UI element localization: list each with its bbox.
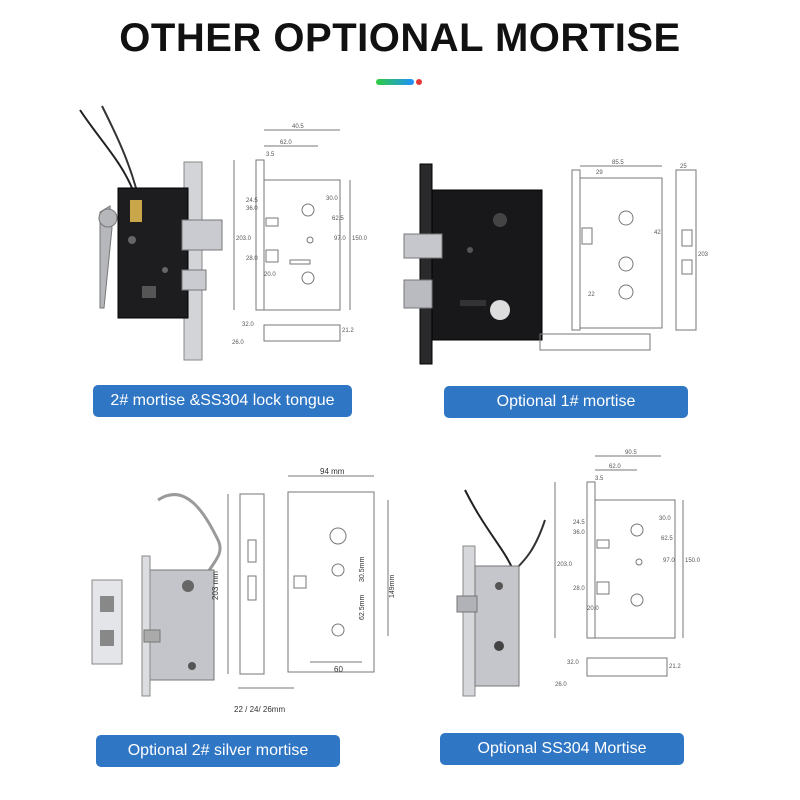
svg-text:32.0: 32.0 <box>567 660 579 666</box>
svg-text:28.0: 28.0 <box>246 256 258 262</box>
svg-text:21.2: 21.2 <box>669 664 681 670</box>
svg-text:26.0: 26.0 <box>555 682 567 688</box>
svg-text:203.0: 203.0 <box>236 236 252 242</box>
svg-text:20.0: 20.0 <box>587 606 599 612</box>
svg-text:150.0: 150.0 <box>685 558 701 564</box>
svg-text:21.2: 21.2 <box>342 328 354 334</box>
svg-text:30.5mm: 30.5mm <box>359 557 366 582</box>
product-optional-2-silver-mortise: 94 mm 203 mm 30.5mm 149mm 62.5mm 60 22 /… <box>88 467 408 720</box>
title-accent <box>376 79 422 85</box>
svg-text:150.0: 150.0 <box>352 236 368 242</box>
svg-text:62.0: 62.0 <box>609 464 621 470</box>
svg-text:94 mm: 94 mm <box>320 467 345 476</box>
svg-text:62.0: 62.0 <box>280 140 292 146</box>
svg-text:36.0: 36.0 <box>246 206 258 212</box>
svg-text:62.5: 62.5 <box>332 216 344 222</box>
mortise-drawing-silver: 94 mm 203 mm 30.5mm 149mm 62.5mm 60 22 /… <box>211 467 396 714</box>
svg-text:24.5: 24.5 <box>246 198 258 204</box>
svg-text:85.5: 85.5 <box>612 160 624 166</box>
svg-text:62.5mm: 62.5mm <box>359 595 366 620</box>
svg-text:42: 42 <box>654 230 661 236</box>
mortise-photo-silver <box>91 493 222 697</box>
svg-text:62.5: 62.5 <box>661 536 673 542</box>
caption-optional-2-silver-mortise: Optional 2# silver mortise <box>96 735 340 767</box>
svg-text:36.0: 36.0 <box>573 530 585 536</box>
svg-text:32.0: 32.0 <box>242 322 254 328</box>
caption-optional-1-mortise: Optional 1# mortise <box>444 386 688 418</box>
mortise-drawing-2: 40.5 62.0 3.5 24.5 36.0 203.0 28.0 20.0 … <box>232 124 368 346</box>
product-optional-ss304-mortise: 90.5 62.0 3.5 24.5 36.0 203.0 28.0 20.0 … <box>455 450 785 710</box>
svg-text:3.5: 3.5 <box>266 152 275 158</box>
svg-text:60: 60 <box>334 665 343 674</box>
svg-text:25: 25 <box>680 164 687 170</box>
svg-text:20.0: 20.0 <box>264 272 276 278</box>
svg-text:28.0: 28.0 <box>573 586 585 592</box>
svg-text:203.0: 203.0 <box>557 562 573 568</box>
svg-text:149mm: 149mm <box>389 574 396 598</box>
mortise-drawing-ss304: 90.5 62.0 3.5 24.5 36.0 203.0 28.0 20.0 … <box>554 450 701 688</box>
svg-text:3.5: 3.5 <box>595 476 604 482</box>
svg-text:40.5: 40.5 <box>292 124 304 130</box>
mortise-drawing-optional-1: 85.5 29 25 42 203 22 <box>539 160 709 351</box>
svg-text:30.0: 30.0 <box>659 516 671 522</box>
mortise-photo-black <box>79 105 223 361</box>
svg-text:29: 29 <box>596 170 603 176</box>
svg-text:97.0: 97.0 <box>663 558 675 564</box>
product-optional-1-mortise: 85.5 29 25 42 203 22 <box>400 160 730 370</box>
svg-text:97.0: 97.0 <box>334 236 346 242</box>
svg-text:22: 22 <box>588 292 595 298</box>
caption-2-mortise: 2# mortise &SS304 lock tongue <box>93 385 352 417</box>
svg-text:203 mm: 203 mm <box>211 571 220 600</box>
mortise-photo-ss304 <box>456 489 546 697</box>
svg-text:90.5: 90.5 <box>625 450 637 456</box>
svg-text:22 / 24/ 26mm: 22 / 24/ 26mm <box>234 705 285 714</box>
mortise-photo-optional-1 <box>403 163 543 365</box>
svg-text:203: 203 <box>698 252 709 258</box>
svg-text:26.0: 26.0 <box>232 340 244 346</box>
svg-text:24.5: 24.5 <box>573 520 585 526</box>
page-title: OTHER OPTIONAL MORTISE <box>119 16 681 60</box>
caption-optional-ss304-mortise: Optional SS304 Mortise <box>440 733 684 765</box>
svg-text:30.0: 30.0 <box>326 196 338 202</box>
product-2-mortise: 40.5 62.0 3.5 24.5 36.0 203.0 28.0 20.0 … <box>70 100 370 370</box>
